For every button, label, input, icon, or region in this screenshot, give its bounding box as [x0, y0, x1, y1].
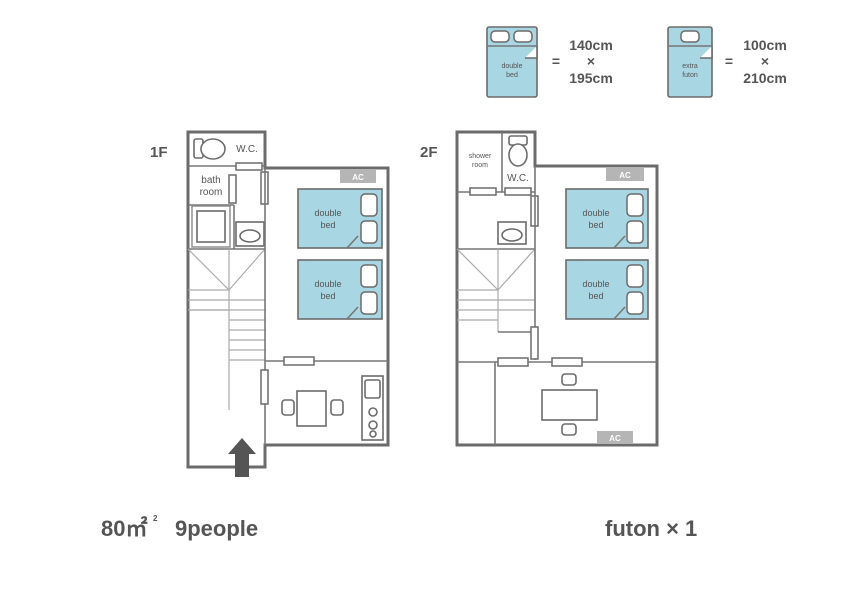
bed-1f-2-line2: bed — [320, 291, 335, 301]
legend-double-width: 140cm — [569, 37, 613, 53]
bed-2f-1-line1: double — [582, 208, 609, 218]
double-bed-1f-1: double bed — [297, 188, 383, 249]
ac-2f-bottom-label: AC — [609, 434, 621, 443]
futon-count-label: futon × 1 — [605, 516, 697, 541]
legend-double-times: × — [587, 53, 595, 69]
wc-2f-label: W.C. — [507, 173, 529, 184]
legend-futon-line2: futon — [682, 72, 698, 79]
area-label: 80㎡ — [101, 516, 147, 541]
legend-double-length: 195cm — [569, 70, 613, 86]
floor-2f-label: 2F — [420, 144, 438, 161]
floor-1f-plan: 1F W.C. bath room — [150, 130, 390, 477]
legend-futon-length: 210cm — [743, 70, 787, 86]
double-bed-1f-2: double bed — [297, 259, 383, 320]
bed-1f-1-line2: bed — [320, 220, 335, 230]
sink-1f-icon — [235, 221, 265, 247]
staircase-2f — [456, 248, 536, 333]
ac-2f-top-label: AC — [619, 171, 631, 180]
floor-1f-label: 1F — [150, 144, 168, 161]
double-bed-2f-2: double bed — [565, 259, 649, 320]
bed-2f-2-line2: bed — [588, 291, 603, 301]
door-1f-bedroom — [283, 356, 315, 366]
door-2f-room-left — [497, 357, 529, 367]
legend-futon-icon — [667, 26, 713, 98]
bed-1f-1-line1: double — [314, 208, 341, 218]
double-bed-2f-1: double bed — [565, 188, 649, 249]
bath-1f-line1: bath — [201, 175, 220, 186]
capacity-label: 9people — [175, 516, 258, 541]
staircase-1f — [187, 248, 266, 410]
legend-double-line2: bed — [506, 72, 518, 79]
bath-1f-line2: room — [200, 187, 223, 198]
table-2f — [541, 373, 598, 436]
door-1f-wc — [235, 162, 263, 171]
floor-1f-outline — [186, 130, 390, 469]
ac-1f-badge — [340, 170, 376, 183]
shower-2f-line1: shower — [469, 153, 492, 160]
legend-futon-times: × — [761, 53, 769, 69]
kitchen-counter-1f — [361, 375, 384, 441]
legend-futon-width: 100cm — [743, 37, 787, 53]
bed-2f-2-line1: double — [582, 279, 609, 289]
legend-double-bed-icon — [486, 26, 538, 98]
area-superscript: 2 — [153, 514, 158, 523]
door-1f-bath — [228, 174, 237, 204]
floor-2f-plan: 2F shower room W.C. — [420, 130, 659, 447]
legend-double-bed: double bed = 140cm × 195cm — [486, 26, 613, 98]
floor-2f-outline — [455, 130, 659, 447]
ac-2f-top-badge — [606, 168, 644, 181]
bed-2f-1-line2: bed — [588, 220, 603, 230]
bed-1f-2-line1: double — [314, 279, 341, 289]
dining-table-1f — [281, 390, 344, 427]
toilet-1f-icon — [193, 138, 226, 160]
ac-2f-bottom-badge — [597, 431, 633, 444]
legend-extra-futon: extra futon = 100cm × 210cm — [667, 26, 787, 98]
door-2f-room-right — [551, 357, 583, 367]
door-2f-wc — [504, 187, 532, 196]
sink-2f-icon — [497, 221, 527, 245]
entrance-arrow-icon — [228, 438, 256, 477]
legend-futon-equals: = — [725, 53, 733, 69]
legend-double-equals: = — [552, 53, 560, 69]
legend-double-line1: double — [501, 63, 522, 70]
door-2f-shower — [469, 187, 497, 196]
shower-2f-line2: room — [472, 162, 488, 169]
wc-1f-label: W.C. — [236, 144, 258, 155]
door-1f-living — [260, 369, 269, 405]
toilet-2f-icon — [508, 135, 528, 167]
ac-1f-label: AC — [352, 173, 364, 182]
door-2f-stair — [530, 326, 539, 360]
bathtub-icon — [196, 210, 226, 243]
legend-futon-line1: extra — [682, 63, 698, 70]
